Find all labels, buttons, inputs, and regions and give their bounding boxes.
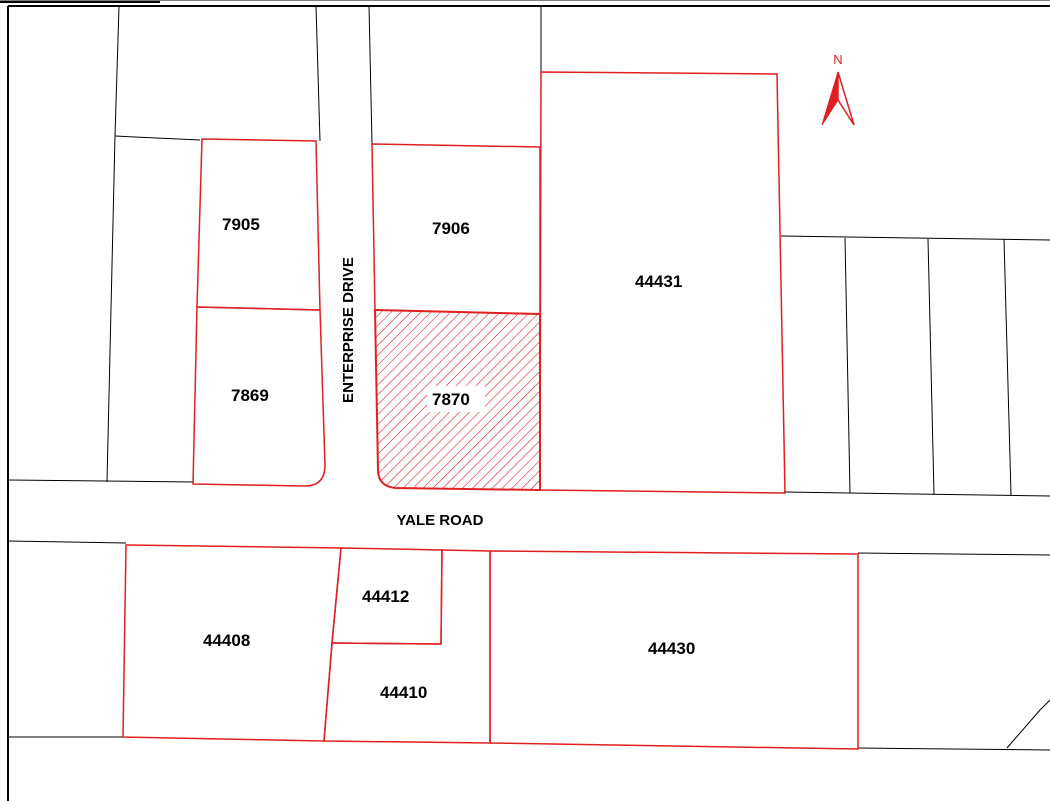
lot-label-7870: 7870: [432, 390, 470, 409]
road-label-yale-road: YALE ROAD: [397, 512, 484, 529]
north-arrow-icon: N: [821, 52, 855, 126]
lot-outline-7869: [192, 306, 326, 487]
lot-label-44408: 44408: [203, 631, 250, 650]
lot-outlines: [122, 71, 859, 750]
lot-label-44431: 44431: [635, 272, 682, 291]
lot-labels: 7905 7906 44431 7869 7870 44412 44408 44…: [203, 215, 695, 702]
lot-label-44430: 44430: [648, 639, 695, 658]
road-label-enterprise-drive: ENTERPRISE DRIVE: [340, 257, 357, 403]
lot-label-7870-bg: [427, 386, 485, 412]
lot-label-7905: 7905: [222, 215, 260, 234]
lot-outline-44431: [539, 71, 786, 494]
base-lines: [7, 5, 1050, 751]
road-labels: ENTERPRISE DRIVE YALE ROAD: [340, 257, 484, 529]
lot-outline-44430: [489, 550, 859, 750]
lot-label-44412: 44412: [362, 587, 409, 606]
lot-label-44410: 44410: [380, 683, 427, 702]
lot-label-7906: 7906: [432, 219, 470, 238]
lot-label-7869: 7869: [231, 386, 269, 405]
north-label: N: [833, 52, 842, 67]
lot-outline-44410: [323, 549, 491, 744]
